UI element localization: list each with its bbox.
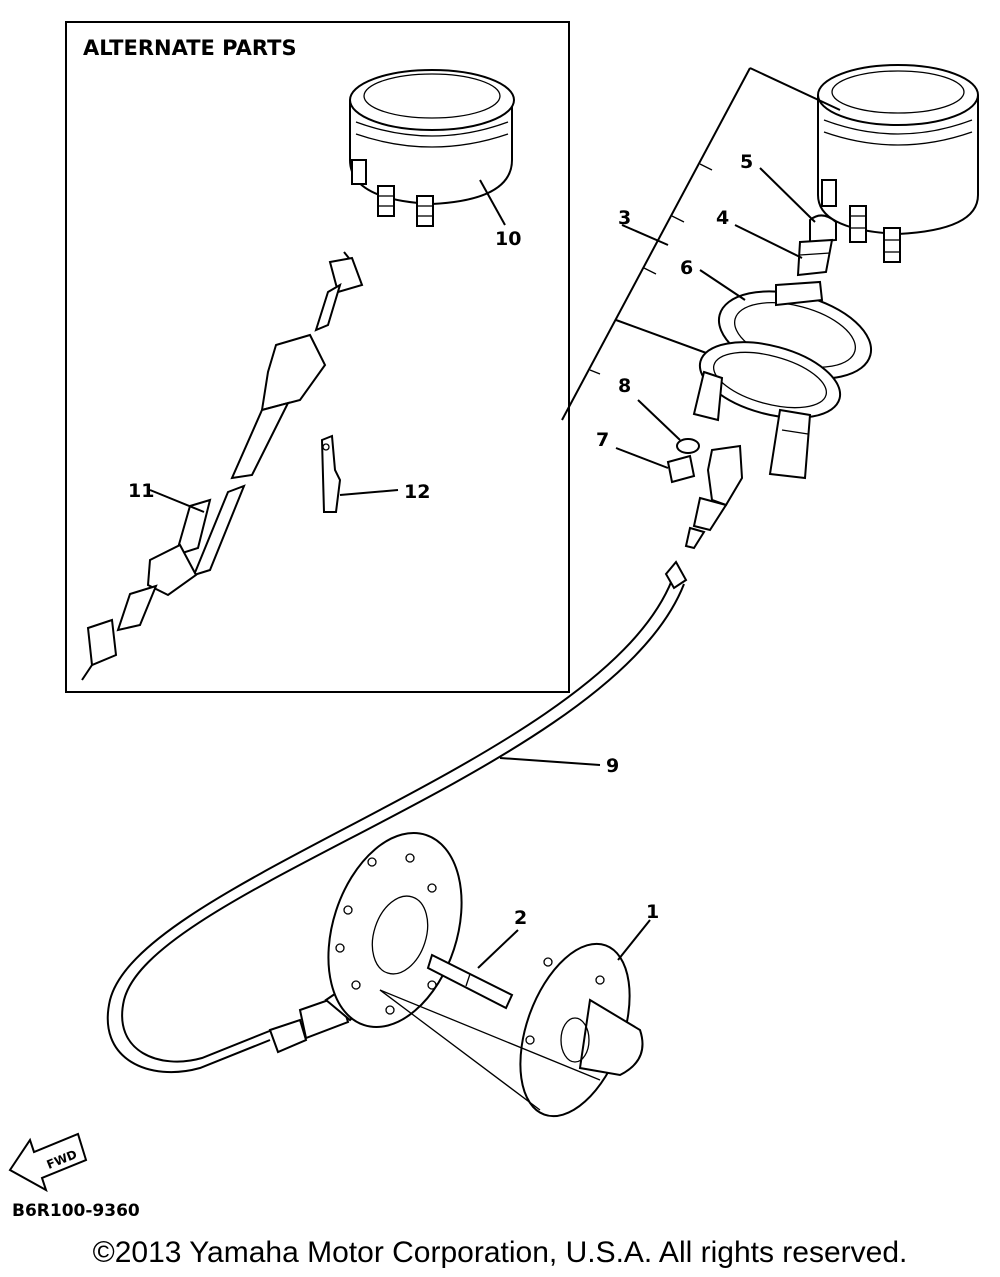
callout-10: 10 <box>495 228 521 250</box>
alternate-parts-title: ALTERNATE PARTS <box>83 36 297 60</box>
fwd-label: FWD <box>45 1147 79 1172</box>
speedometer-assembly-part-3 <box>817 64 979 263</box>
callout-1: 1 <box>646 901 659 923</box>
grommet-part-7 <box>666 454 696 484</box>
drive-plate <box>327 831 463 1029</box>
callout-5: 5 <box>740 151 753 173</box>
assembly-bracket <box>561 67 841 421</box>
alternate-cable-part-11 <box>81 251 364 681</box>
callout-9: 9 <box>606 755 619 777</box>
socket-part-4 <box>796 238 834 277</box>
drive-shaft-part-2 <box>426 953 514 1010</box>
nut-part-8 <box>676 438 700 454</box>
callout-4: 4 <box>716 207 729 229</box>
clip-part-12 <box>320 434 342 513</box>
callout-6: 6 <box>680 257 693 279</box>
meter-housing <box>692 341 842 480</box>
callout-7: 7 <box>596 429 609 451</box>
fwd-arrow-icon: FWD <box>8 1132 88 1193</box>
alternate-parts-inset: ALTERNATE PARTS 10 <box>65 21 570 693</box>
copyright-notice: ©2013 Yamaha Motor Corporation, U.S.A. A… <box>93 1236 908 1269</box>
callout-3: 3 <box>618 207 631 229</box>
alternate-speedometer-part-10 <box>349 69 515 227</box>
callout-2: 2 <box>514 907 527 929</box>
cable-upper-connector <box>684 444 744 550</box>
callout-12: 12 <box>404 481 430 503</box>
callout-8: 8 <box>618 375 631 397</box>
gear-unit-part-1 <box>519 942 644 1118</box>
bulb-part-5 <box>809 214 837 244</box>
callout-11: 11 <box>128 480 154 502</box>
diagram-code: B6R100-9360 <box>12 1201 140 1221</box>
